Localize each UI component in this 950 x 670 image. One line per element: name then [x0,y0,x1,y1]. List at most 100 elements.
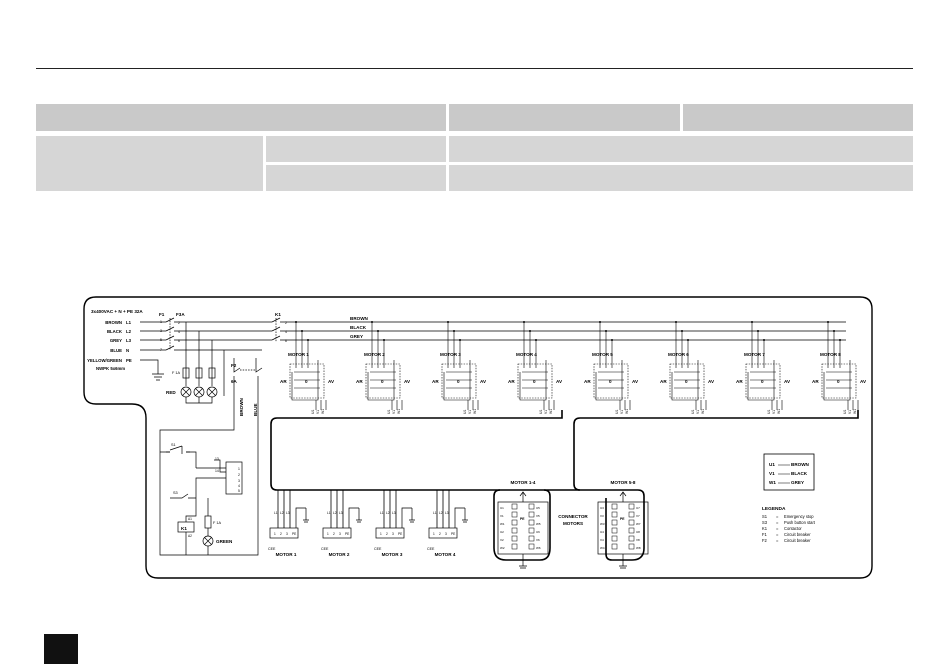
motor-7-wire-V1: V1 [772,410,776,414]
k1-label: K1 [275,312,281,317]
connector-b-pin-V4: V4 [600,538,604,542]
control-circuit [159,420,259,556]
supply-terminal-l1: L1 [126,320,132,325]
s3-pin-2: 2 [238,473,240,477]
cee-3-wire-L1: L1 [380,511,384,515]
motor-7-wire-U1: U1 [767,410,771,414]
table-header-cell-3 [683,104,913,131]
supply-color-yellowgreen: YELLOW/GREEN [87,358,122,363]
motor-6-ar: AR [660,379,667,384]
connector-a-pin-U5: U5 [536,506,540,510]
motor-5-wire-U1: U1 [615,410,619,414]
motor-6-label: MOTOR 6 [668,352,689,357]
wire-color-legend: U1 BROWN V1 BLACK W1 GREY [763,453,815,491]
motor-7-zero: 0 [761,379,764,384]
cee-1-pin-PE: PE [292,532,296,536]
legend-title: LEGENDA [762,506,786,512]
motor-4-label: MOTOR 4 [516,352,537,357]
wire-blue-vertical: BLUE [253,403,258,416]
motor-2-wire-V1: V1 [392,410,396,414]
connector-b-pin-U4: U4 [600,530,604,534]
motor-8-zero: 0 [837,379,840,384]
cee-1-wire-L3: L3 [286,511,290,515]
cee-2-wire-L2: L2 [333,511,337,515]
f1-out-6: 6 [178,339,180,343]
wire-legend-w1-tag: W1 [769,480,776,485]
motor-1-zero: 0 [305,379,308,384]
cee-4-cee: CEE [427,547,435,551]
cee-3-label: MOTOR 3 [382,552,403,557]
motor-1-wire-V1: V1 [316,410,320,414]
bus-label-brown: BROWN [350,316,369,321]
cee-4-pin-3: 3 [445,532,447,536]
f1-out-4: 4 [178,330,180,334]
motor-2-ar: AR [356,379,363,384]
k1-a2-label: A2 [188,534,192,538]
supply-terminal-n: N [126,348,129,353]
cee-3-pin-1: 1 [380,532,382,536]
table-header-cell-2 [449,104,680,131]
motor-6-wire-V1: V1 [696,410,700,414]
supply-color-brown: BROWN [105,320,122,325]
motor-4-wire-U1: U1 [539,410,543,414]
motor-2-wire-W1: W1 [397,409,401,414]
cee-1-pin-3: 3 [286,532,288,536]
motor-4-zero: 0 [533,379,536,384]
table-cell [449,165,913,191]
cee-1-cee: CEE [268,547,276,551]
supply-color-black: BLACK [107,329,123,334]
cee-1-label: MOTOR 1 [276,552,297,557]
supply-terminal-pe: PE [126,358,132,363]
table-cell [449,136,913,162]
cee-1-wire-L2: L2 [280,511,284,515]
wire-legend-u1-color: BROWN [791,462,810,467]
connector-a-pin-U1: U1 [500,506,504,510]
cee-2-wire-L3: L3 [339,511,343,515]
motor-3-wire-U1: U1 [463,410,467,414]
f1-label: F1 [159,312,165,317]
legend-eq: = [776,514,779,519]
motor-5-wire-V1: V1 [620,410,624,414]
legend-desc-2: Contactor [784,526,802,531]
s1-label: S1 [171,443,176,447]
connector-a-pin-V2: V2 [500,538,504,542]
connector-b-pin-V3: V3 [600,514,604,518]
motor-return-wires [270,410,859,561]
legend-desc-4: Circuit breaker [784,538,811,543]
legend-desc-1: Push button start [784,520,816,525]
motor-8-wire-V1: V1 [848,410,852,414]
f1-rating: F3A [176,312,185,317]
lamp-fuse-label: F 1A [172,371,180,375]
cee-4-pin-PE: PE [451,532,455,536]
cee-3-cee: CEE [374,547,382,551]
component-legend: LEGENDA S1 Emergency stop S3 Push button… [762,506,816,543]
legend-eq: = [776,538,779,543]
bus-label-grey: GREY [350,334,363,339]
motor-6-zero: 0 [685,379,688,384]
motor-8-label: MOTOR 8 [820,352,841,357]
wire-legend-v1-color: BLACK [791,471,808,476]
motor-4-wire-W1: W1 [549,409,553,414]
wire-legend-w1-color: GREY [791,480,804,485]
motor-6-wire-W1: W1 [701,409,705,414]
motor-8-wire-W1: W1 [853,409,857,414]
cee-2-cee: CEE [321,547,329,551]
supply-color-grey: GREY [110,338,122,343]
motor-3-label: MOTOR 3 [440,352,461,357]
cee-3-pin-2: 2 [386,532,388,536]
motor-2-zero: 0 [381,379,384,384]
legend-desc-0: Emergency stop [784,514,814,519]
cee-4-pin-1: 1 [433,532,435,536]
